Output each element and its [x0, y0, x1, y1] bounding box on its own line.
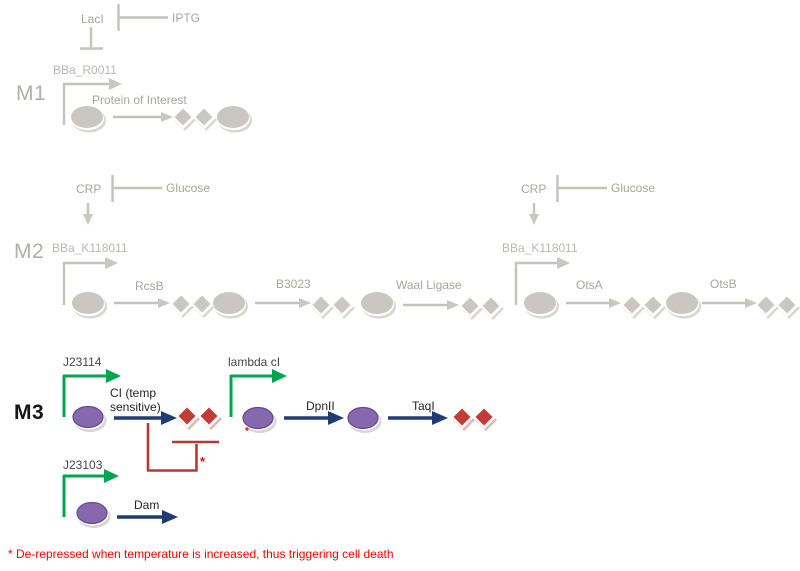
arrowhead	[161, 411, 177, 425]
protein-ellipse-purple	[75, 501, 112, 529]
reaction-arrow	[255, 298, 311, 308]
module-m1-label: M1	[16, 82, 46, 105]
metabolite-diamonds	[621, 295, 666, 319]
ci-expression-arrow	[114, 411, 177, 425]
promoter-lambda-ci-label: lambda cI	[228, 355, 280, 369]
promoter-j23103-label: J23103	[63, 458, 103, 472]
promoter-bba-k118011-glyph	[62, 257, 118, 305]
promoter-bba-r0011-glyph	[62, 78, 122, 125]
reaction-arrow	[566, 298, 621, 308]
arrowhead-down	[83, 214, 93, 225]
expression-arrow	[113, 112, 173, 122]
protein-ellipse	[666, 292, 701, 319]
dpnii-arrow	[284, 411, 344, 425]
ci-label-line2: sensitive)	[110, 400, 161, 414]
promoter-bba-r0011-label: BBa_R0011	[53, 63, 117, 77]
promoter-arrowhead	[109, 78, 122, 90]
metabolite-diamonds	[172, 107, 217, 131]
metabolite-diamonds	[170, 294, 215, 318]
protein-ellipse	[72, 292, 107, 319]
reaction-arrow	[114, 298, 170, 308]
protein-ellipse	[361, 292, 396, 319]
arrowhead	[161, 112, 173, 122]
crp-activation-arrow-2	[529, 203, 539, 225]
arrowhead	[432, 411, 448, 425]
dam-label: Dam	[134, 498, 159, 512]
module-m3-label: M3	[14, 401, 44, 424]
iptg-label: IPTG	[172, 11, 200, 25]
arrowhead	[447, 300, 459, 310]
protein-ellipse-purple	[71, 405, 108, 433]
lacI-label: LacI	[81, 12, 104, 26]
promoter-bba-k118011-label-2: BBa_K118011	[502, 241, 578, 255]
promoter-arrowhead	[557, 257, 570, 269]
module-m2-label: M2	[14, 240, 44, 263]
module-m3: M3 J23114 CI (temp sensitive) * lambda c…	[14, 355, 497, 529]
taqi-label: TaqI	[412, 399, 435, 413]
reaction-arrow	[702, 298, 757, 308]
dam-arrow	[117, 510, 178, 524]
arrowhead	[609, 298, 621, 308]
promoter-j23114-label: J23114	[63, 355, 102, 369]
taqi-arrow	[388, 411, 448, 425]
glucose-inhibition-tbar	[111, 175, 162, 202]
arrowhead	[299, 298, 311, 308]
metabolite-diamonds	[755, 295, 800, 319]
metabolite-diamonds	[310, 295, 355, 319]
dpnii-label: DpnII	[306, 399, 335, 413]
crp-label: CRP	[76, 182, 101, 196]
glucose-label: Glucose	[166, 181, 210, 195]
promoter-arrowhead	[105, 257, 118, 269]
promoter-arrowhead	[104, 469, 119, 483]
protein-ellipse-purple	[346, 406, 383, 434]
promoter-j23103-glyph	[62, 469, 119, 517]
metabolite-diamonds-red	[451, 407, 497, 431]
metabolite-diamonds-red	[176, 406, 222, 430]
ci-label-line1: CI (temp	[110, 386, 156, 400]
protein-of-interest-label: Protein of Interest	[92, 93, 187, 107]
arrowhead	[158, 298, 170, 308]
arrowhead	[328, 411, 344, 425]
arrowhead	[745, 298, 757, 308]
rcsb-label: RcsB	[135, 279, 164, 293]
footnote: * De-repressed when temperature is incre…	[8, 547, 394, 561]
b3023-label: B3023	[276, 277, 311, 291]
crp-label-2: CRP	[521, 182, 546, 196]
arrowhead-down	[529, 214, 539, 225]
promoter-lambda-ci-glyph	[229, 369, 287, 417]
arrowhead	[162, 510, 178, 524]
promoter-bba-k118011-glyph-2	[514, 257, 570, 305]
derepression-tbar	[146, 423, 219, 472]
protein-ellipse	[524, 292, 559, 319]
lacI-repression-tbar	[80, 27, 103, 50]
iptg-inhibition-tbar	[117, 4, 168, 31]
otsb-label: OtsB	[710, 277, 737, 291]
otsa-label: OtsA	[576, 278, 603, 292]
waal-ligase-label: Waal Ligase	[396, 278, 462, 292]
metabolite-diamonds	[459, 296, 504, 320]
module-m2: M2 CRP Glucose BBa_K118011 RcsB B3023	[14, 175, 800, 320]
module-m1: M1 LacI IPTG BBa_R0011 Protein of Intere…	[16, 4, 252, 133]
protein-ellipse	[213, 292, 248, 319]
promoter-arrowhead	[272, 369, 287, 383]
derepression-asterisk: *	[200, 454, 206, 469]
protein-ellipse	[71, 106, 106, 133]
promoter-bba-k118011-label: BBa_K118011	[52, 241, 128, 255]
reaction-arrow	[403, 300, 459, 310]
stray-red-mark	[245, 427, 249, 431]
glucose-inhibition-tbar-2	[556, 175, 607, 202]
protein-ellipse	[217, 106, 252, 133]
crp-activation-arrow	[83, 203, 93, 225]
glucose-label-2: Glucose	[611, 181, 655, 195]
promoter-arrowhead	[106, 369, 121, 383]
promoter-j23114-glyph	[62, 369, 121, 417]
